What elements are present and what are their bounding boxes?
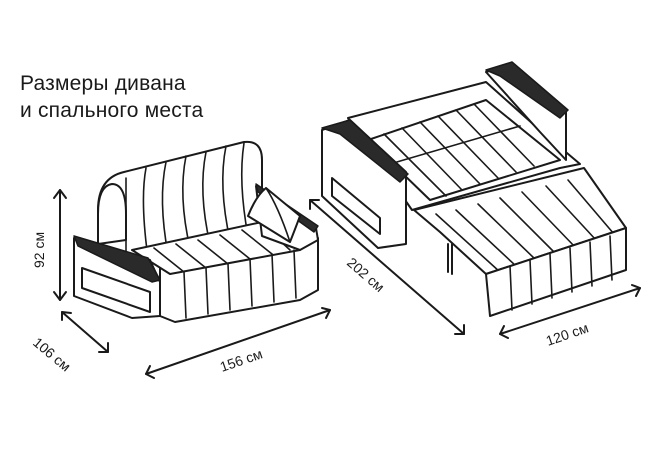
unfolded-sofa-bed bbox=[321, 61, 627, 317]
sofa-pillow bbox=[247, 187, 301, 243]
left-armrest-top bbox=[73, 235, 161, 283]
folded-sofa bbox=[73, 140, 319, 323]
mattress-front-stripes bbox=[435, 179, 615, 273]
bed-right-armrest-top bbox=[485, 61, 569, 119]
bed-left-armrest-pocket bbox=[331, 177, 381, 235]
bed-left-armrest-top bbox=[321, 119, 409, 183]
height-label: 92 см bbox=[31, 232, 47, 268]
depth-label: 106 см bbox=[30, 334, 74, 374]
bed-mattress-back bbox=[367, 99, 561, 201]
front-stripes bbox=[183, 249, 297, 319]
width-label: 156 см bbox=[218, 345, 265, 374]
left-arm-arch bbox=[97, 183, 127, 245]
front-face-stripes bbox=[509, 235, 613, 311]
seat-stripes bbox=[153, 225, 291, 273]
left-armrest-pocket bbox=[81, 267, 151, 313]
title-line-2: и спального места bbox=[20, 99, 204, 122]
depth-dimension: 106 см bbox=[30, 311, 109, 375]
bed-width-label: 120 см bbox=[544, 319, 591, 348]
height-dimension: 92 см bbox=[31, 189, 67, 301]
diagram-title: Размеры дивана и спального места bbox=[20, 70, 203, 124]
title-line-1: Размеры дивана bbox=[20, 72, 186, 95]
bed-length-label: 202 см bbox=[344, 254, 388, 295]
mattress-back-stripes bbox=[383, 103, 535, 197]
